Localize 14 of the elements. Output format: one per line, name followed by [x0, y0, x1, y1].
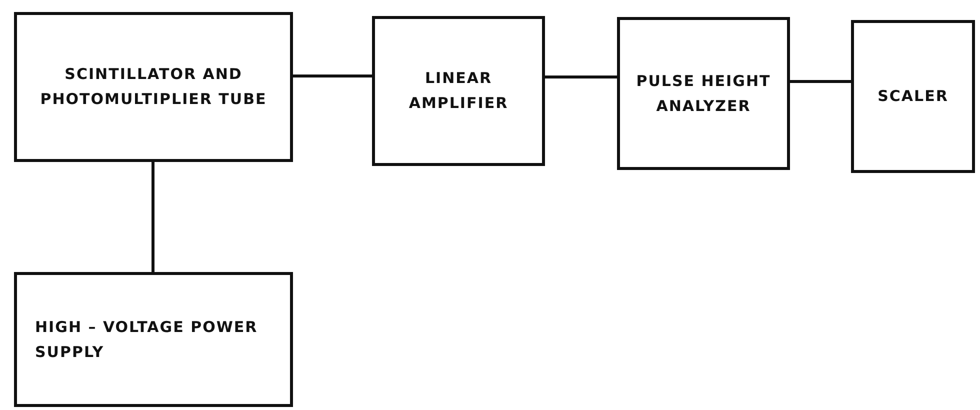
process-box [372, 16, 545, 166]
process-box [14, 272, 293, 407]
connector-line [545, 76, 617, 78]
box-label: PULSE HEIGHT ANALYZER [635, 70, 772, 116]
process-box [617, 17, 790, 170]
box-label: HIGH – VOLTAGE POWER SUPPLY [35, 316, 259, 362]
process-box [851, 20, 975, 173]
box-label: LINEAR AMPLIFIER [408, 68, 510, 114]
connector-line [152, 162, 154, 272]
box-label: SCALER [878, 86, 948, 107]
connector-line [293, 74, 372, 78]
process-box [14, 12, 293, 162]
box-label: SCINTILLATOR AND PHOTOMULTIPLIER TUBE [39, 64, 268, 110]
connector-line [790, 80, 851, 83]
